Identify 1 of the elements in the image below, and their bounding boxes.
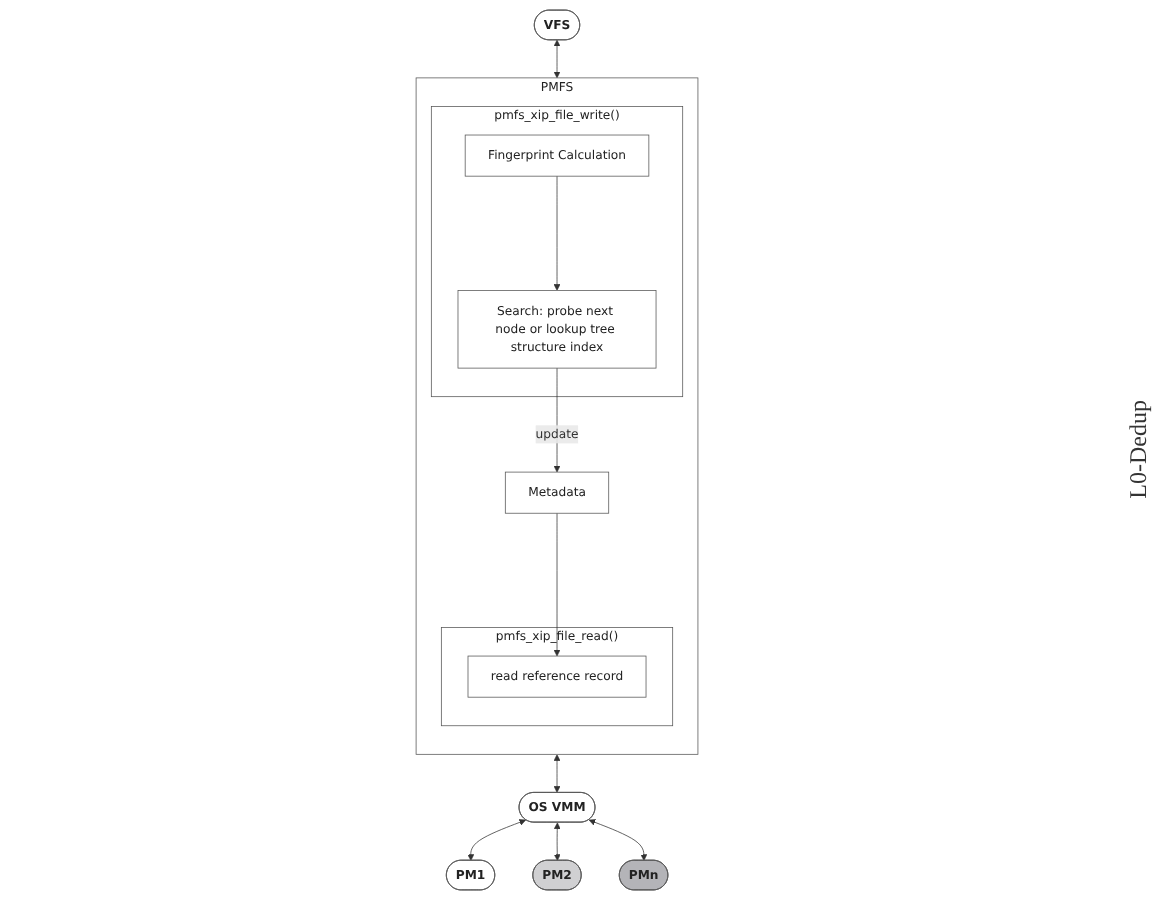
side-label: L0-Dedup <box>1122 398 1154 504</box>
